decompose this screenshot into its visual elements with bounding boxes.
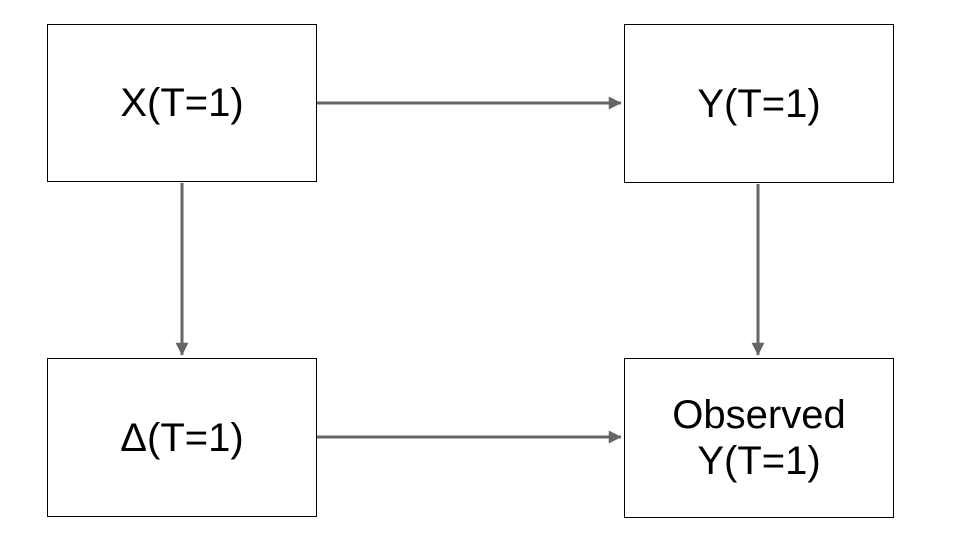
node-delta-t1-label: Δ(T=1) bbox=[120, 415, 244, 460]
node-x-t1: X(T=1) bbox=[47, 24, 317, 182]
node-y-t1: Y(T=1) bbox=[624, 24, 894, 183]
node-delta-t1: Δ(T=1) bbox=[47, 358, 317, 517]
node-observed-y-t1-label: Observed Y(T=1) bbox=[672, 393, 846, 483]
node-x-t1-label: X(T=1) bbox=[120, 81, 244, 125]
node-observed-y-t1: Observed Y(T=1) bbox=[624, 358, 894, 518]
node-y-t1-label: Y(T=1) bbox=[697, 81, 821, 126]
